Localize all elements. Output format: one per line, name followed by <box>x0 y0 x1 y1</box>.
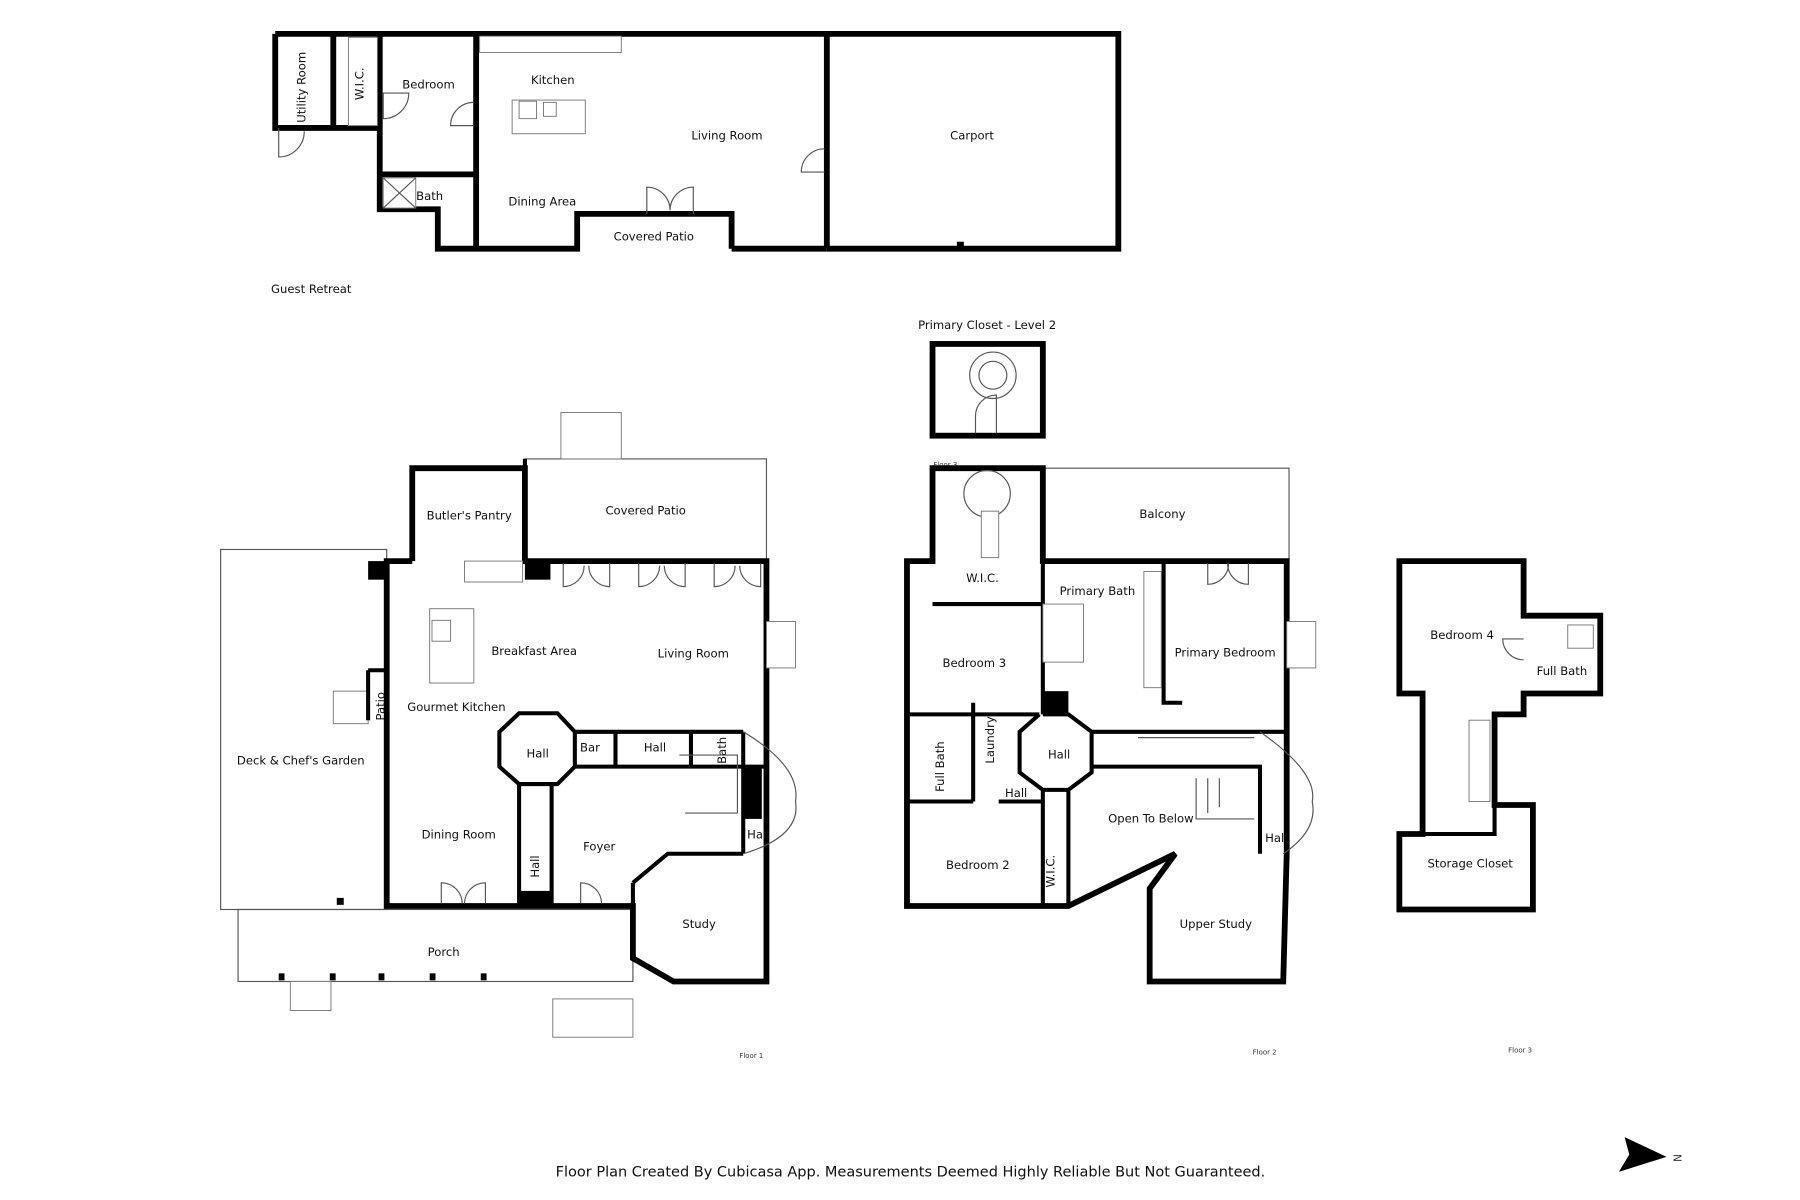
room-label: Bedroom 2 <box>946 858 1010 872</box>
room-label: Storage Closet <box>1428 857 1514 871</box>
floor-label: Floor 2 <box>1253 1049 1277 1057</box>
room-label: Primary Bath <box>1060 584 1136 598</box>
room-label: Open To Below <box>1108 811 1194 825</box>
room-label: Primary Bedroom <box>1175 645 1276 659</box>
room-label: Hall <box>1048 748 1070 762</box>
footer-disclaimer: Floor Plan Created By Cubicasa App. Meas… <box>556 1165 1266 1181</box>
room-label: Hall <box>528 855 542 877</box>
room-label: Bar <box>580 741 600 755</box>
room-label: Bath <box>715 737 729 764</box>
room-label: Covered Patio <box>614 230 694 244</box>
room-label: Breakfast Area <box>491 644 577 658</box>
room-label: Laundry <box>983 716 997 763</box>
room-label: Patio <box>373 692 387 720</box>
room-label: Hall <box>527 746 549 760</box>
room-label: W.I.C. <box>352 67 366 100</box>
floor-2-plan: W.I.C. Balcony Primary Bath Bedroom 3 Pr… <box>904 465 1317 1057</box>
room-label: Full Bath <box>1537 664 1588 678</box>
plan-title: Guest Retreat <box>271 282 352 296</box>
guest-retreat-plan: Utility Room W.I.C. Bedroom Kitchen Livi… <box>271 30 1122 296</box>
room-label: Butler's Pantry <box>427 508 512 522</box>
room-label: Hall <box>1005 786 1027 800</box>
primary-closet-plan: Primary Closet - Level 2 Floor 3 <box>918 318 1056 469</box>
room-label: Dining Room <box>422 828 496 842</box>
room-label: Foyer <box>583 839 615 853</box>
room-label: Bath <box>416 189 443 203</box>
room-label: Porch <box>428 945 460 959</box>
room-label: Carport <box>950 129 994 143</box>
room-label: W.I.C. <box>1043 855 1057 888</box>
plan-title: Primary Closet - Level 2 <box>918 318 1056 332</box>
room-label: Study <box>682 917 716 931</box>
room-label: Bedroom 3 <box>943 656 1007 670</box>
room-label: Utility Room <box>294 52 308 123</box>
room-label: W.I.C. <box>966 571 999 585</box>
room-label: Balcony <box>1139 507 1185 521</box>
room-label: Hall <box>644 741 666 755</box>
floor-label: Floor 1 <box>739 1052 763 1060</box>
north-arrow-icon: N <box>1618 1137 1685 1172</box>
room-label: Full Bath <box>933 741 947 792</box>
north-letter: N <box>1673 1154 1685 1162</box>
room-label: Upper Study <box>1180 917 1252 931</box>
room-label: Living Room <box>691 129 762 143</box>
room-label: Living Room <box>658 646 729 660</box>
room-label: Hall <box>1265 831 1287 845</box>
floor-tag: Floor 3 <box>933 461 957 469</box>
room-label: Dining Area <box>508 195 576 209</box>
room-label: Gourmet Kitchen <box>407 700 505 714</box>
floor-1-plan: Butler's Pantry Covered Patio Breakfast … <box>220 411 797 1060</box>
room-label: Hall <box>747 828 769 842</box>
room-label: Bedroom <box>402 77 455 91</box>
room-label: Bedroom 4 <box>1430 628 1494 642</box>
floor-label: Floor 3 <box>1508 1046 1532 1054</box>
room-label: Kitchen <box>531 73 575 87</box>
room-label: Covered Patio <box>605 504 685 518</box>
floor-3-plan: Bedroom 4 Full Bath Storage Closet Floor… <box>1396 558 1604 1054</box>
room-label: Deck & Chef's Garden <box>237 753 365 767</box>
